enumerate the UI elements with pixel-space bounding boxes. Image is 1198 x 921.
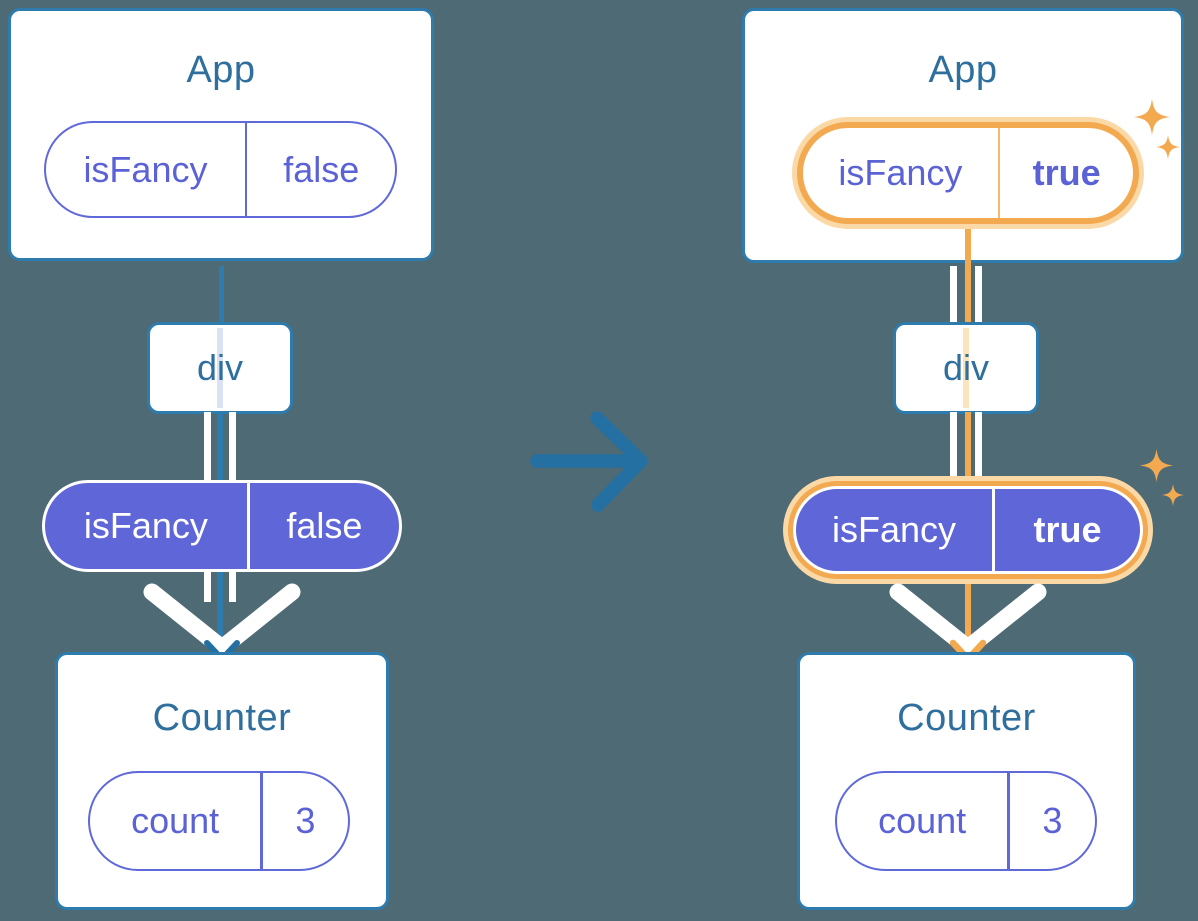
before-app-prop-name: isFancy xyxy=(83,148,208,190)
after-prop-line xyxy=(965,584,971,648)
after-passed-prop-pill: isFancy true xyxy=(793,486,1143,574)
edge-rail xyxy=(204,412,211,480)
after-counter-state-value: 3 xyxy=(1042,800,1063,841)
before-app-title: App xyxy=(186,49,256,91)
sparkle-small-icon xyxy=(1156,135,1180,159)
after-app-prop-value: true xyxy=(1032,152,1101,193)
pill-divider xyxy=(244,123,248,216)
after-counter-title: Counter xyxy=(897,697,1036,739)
before-edge-app-div xyxy=(219,266,224,324)
after-prop-line xyxy=(965,222,971,268)
after-counter-state-name: count xyxy=(878,800,967,841)
before-counter-state-pill: count 3 xyxy=(88,771,350,871)
pill-divider xyxy=(992,489,996,571)
before-app-prop-pill: isFancy false xyxy=(44,121,397,218)
after-app-prop-name: isFancy xyxy=(838,152,963,193)
after-app-prop-pill: isFancy true xyxy=(797,122,1139,224)
sparkle-large-icon xyxy=(1134,99,1170,135)
after-prop-line xyxy=(965,412,971,476)
edge-rail xyxy=(975,412,982,476)
before-passed-prop-pill: isFancy false xyxy=(42,480,402,572)
before-passed-prop-name: isFancy xyxy=(83,505,208,546)
before-div-title: div xyxy=(196,347,244,388)
edge-rail xyxy=(950,412,957,476)
sparkle-large-icon xyxy=(1140,449,1173,482)
before-app-prop-value: false xyxy=(283,148,360,190)
pill-divider xyxy=(1007,773,1010,869)
before-counter-state-name: count xyxy=(131,800,220,841)
before-app-card: App isFancy false xyxy=(8,8,434,261)
after-prop-line-through-div xyxy=(963,328,969,408)
after-passed-prop-name: isFancy xyxy=(832,509,957,550)
before-passed-prop-value: false xyxy=(286,505,363,546)
edge-rail xyxy=(229,412,236,480)
after-app-title: App xyxy=(928,49,998,91)
pill-divider xyxy=(260,773,263,869)
before-counter-title: Counter xyxy=(152,697,292,739)
before-prop-line-through-div xyxy=(217,328,223,408)
sparkle-small-icon xyxy=(1162,484,1184,506)
pill-divider xyxy=(246,483,250,569)
after-div-box: div xyxy=(893,322,1039,414)
pill-divider xyxy=(997,128,1001,218)
render-arrow-icon xyxy=(143,583,301,657)
edge-rail xyxy=(975,266,982,324)
after-passed-prop-value: true xyxy=(1033,509,1102,550)
after-counter-state-pill: count 3 xyxy=(835,771,1097,871)
before-prop-line xyxy=(217,412,223,480)
before-div-box: div xyxy=(147,322,293,414)
before-counter-card: Counter count 3 xyxy=(55,652,389,910)
after-div-title: div xyxy=(942,347,990,388)
before-counter-state-value: 3 xyxy=(295,800,316,841)
transition-arrow-icon xyxy=(530,411,648,512)
edge-rail xyxy=(229,572,236,602)
after-counter-card: Counter count 3 xyxy=(797,652,1136,910)
render-arrow-icon xyxy=(889,583,1047,657)
after-prop-line xyxy=(965,266,971,324)
edge-rail xyxy=(950,266,957,324)
before-prop-line xyxy=(217,572,223,648)
edge-rail xyxy=(204,572,211,602)
